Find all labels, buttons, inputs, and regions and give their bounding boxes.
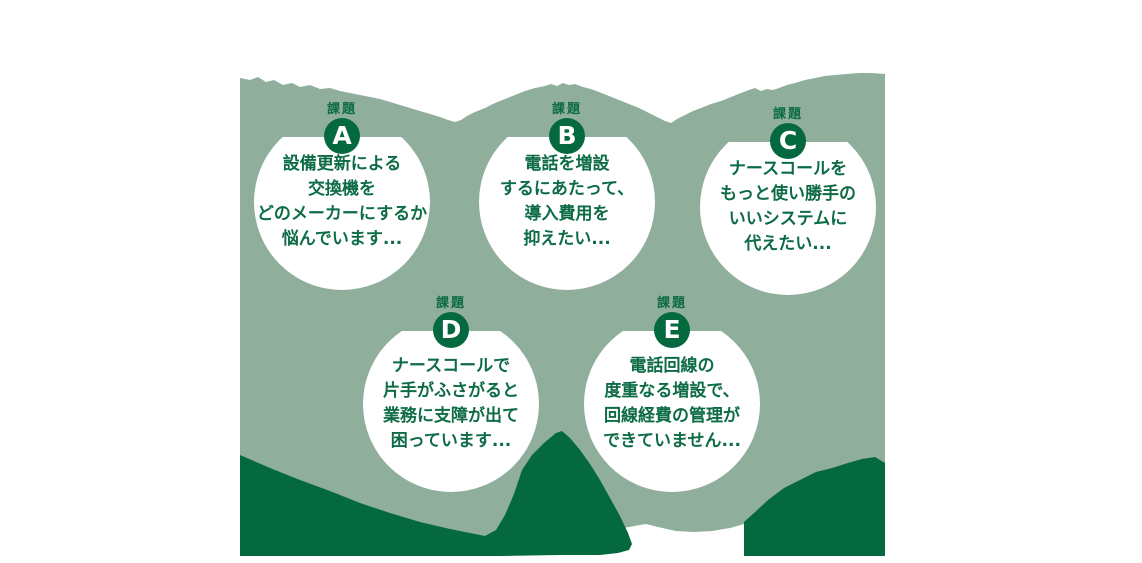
issue-text-line: するにあたって、	[499, 179, 635, 199]
issue-tag: 課題	[772, 107, 803, 122]
issue-text-line: 設備更新による	[282, 154, 402, 174]
issue-tag: 課題	[656, 296, 687, 311]
issue-bubble: ナースコールで 片手がふさがると 業務に支障が出て 困っています...	[363, 331, 539, 492]
mountain-left	[240, 431, 632, 556]
issue-group-c: 課題 C ナースコールを もっと使い勝手の いいシステムに 代えたい...	[700, 107, 876, 295]
issue-bubble: ナースコールを もっと使い勝手の いいシステムに 代えたい...	[700, 142, 876, 295]
issue-text: ナースコールで 片手がふさがると 業務に支障が出て 困っています...	[383, 354, 519, 454]
issue-text-line: 交換機を	[307, 179, 376, 199]
issue-letter-badge: E	[654, 312, 690, 348]
issue-group-a: 課題 A 設備更新による 交換機を どのメーカーにするか 悩んでいます...	[254, 102, 430, 290]
issue-text-line: いいシステムに	[728, 209, 848, 229]
issue-letter-badge: C	[770, 123, 806, 159]
issue-text: 電話を増設 するにあたって、 導入費用を 抑えたい...	[500, 152, 634, 252]
issue-text: ナースコールを もっと使い勝手の いいシステムに 代えたい...	[720, 157, 856, 257]
issue-text-line: 電話を増設	[524, 154, 610, 174]
issue-group-e: 課題 E 電話回線の 度重なる増設で、 回線経費の管理が できていません...	[584, 296, 760, 492]
issue-text-line: 抑えたい...	[523, 229, 611, 249]
issue-text-line: 電話回線の	[629, 356, 715, 376]
issue-tag: 課題	[551, 102, 582, 117]
issue-text-line: 代えたい...	[744, 234, 832, 254]
issue-tag: 課題	[435, 296, 466, 311]
issue-text-line: できていません...	[603, 431, 741, 451]
issue-text-line: 回線経費の管理が	[604, 406, 740, 426]
issue-letter-badge: B	[549, 118, 585, 154]
issue-text-line: 悩んでいます...	[281, 229, 403, 249]
issue-letter-badge: A	[324, 118, 360, 154]
issue-text-line: 片手がふさがると	[383, 381, 519, 401]
issue-text-line: もっと使い勝手の	[720, 184, 856, 204]
issue-text-line: 度重なる増設で、	[604, 381, 740, 401]
issue-text-line: 導入費用を	[524, 204, 610, 224]
issue-letter-badge: D	[433, 312, 469, 348]
issue-tag: 課題	[326, 102, 357, 117]
issue-text-line: ナースコールを	[728, 159, 848, 179]
mountain-right	[744, 457, 885, 556]
issue-group-b: 課題 B 電話を増設 するにあたって、 導入費用を 抑えたい...	[479, 102, 655, 290]
issue-text-line: ナースコールで	[391, 356, 511, 376]
issue-text-line: 業務に支障が出て	[383, 406, 519, 426]
issue-text: 設備更新による 交換機を どのメーカーにするか 悩んでいます...	[257, 152, 427, 252]
issue-text-line: 困っています...	[390, 431, 512, 451]
issue-bubble: 設備更新による 交換機を どのメーカーにするか 悩んでいます...	[254, 137, 430, 290]
issue-text-line: どのメーカーにするか	[256, 204, 428, 224]
issue-group-d: 課題 D ナースコールで 片手がふさがると 業務に支障が出て 困っています...	[363, 296, 539, 492]
issue-bubble: 電話回線の 度重なる増設で、 回線経費の管理が できていません...	[584, 331, 760, 492]
issue-bubble: 電話を増設 するにあたって、 導入費用を 抑えたい...	[479, 137, 655, 290]
issue-text: 電話回線の 度重なる増設で、 回線経費の管理が できていません...	[603, 354, 741, 454]
